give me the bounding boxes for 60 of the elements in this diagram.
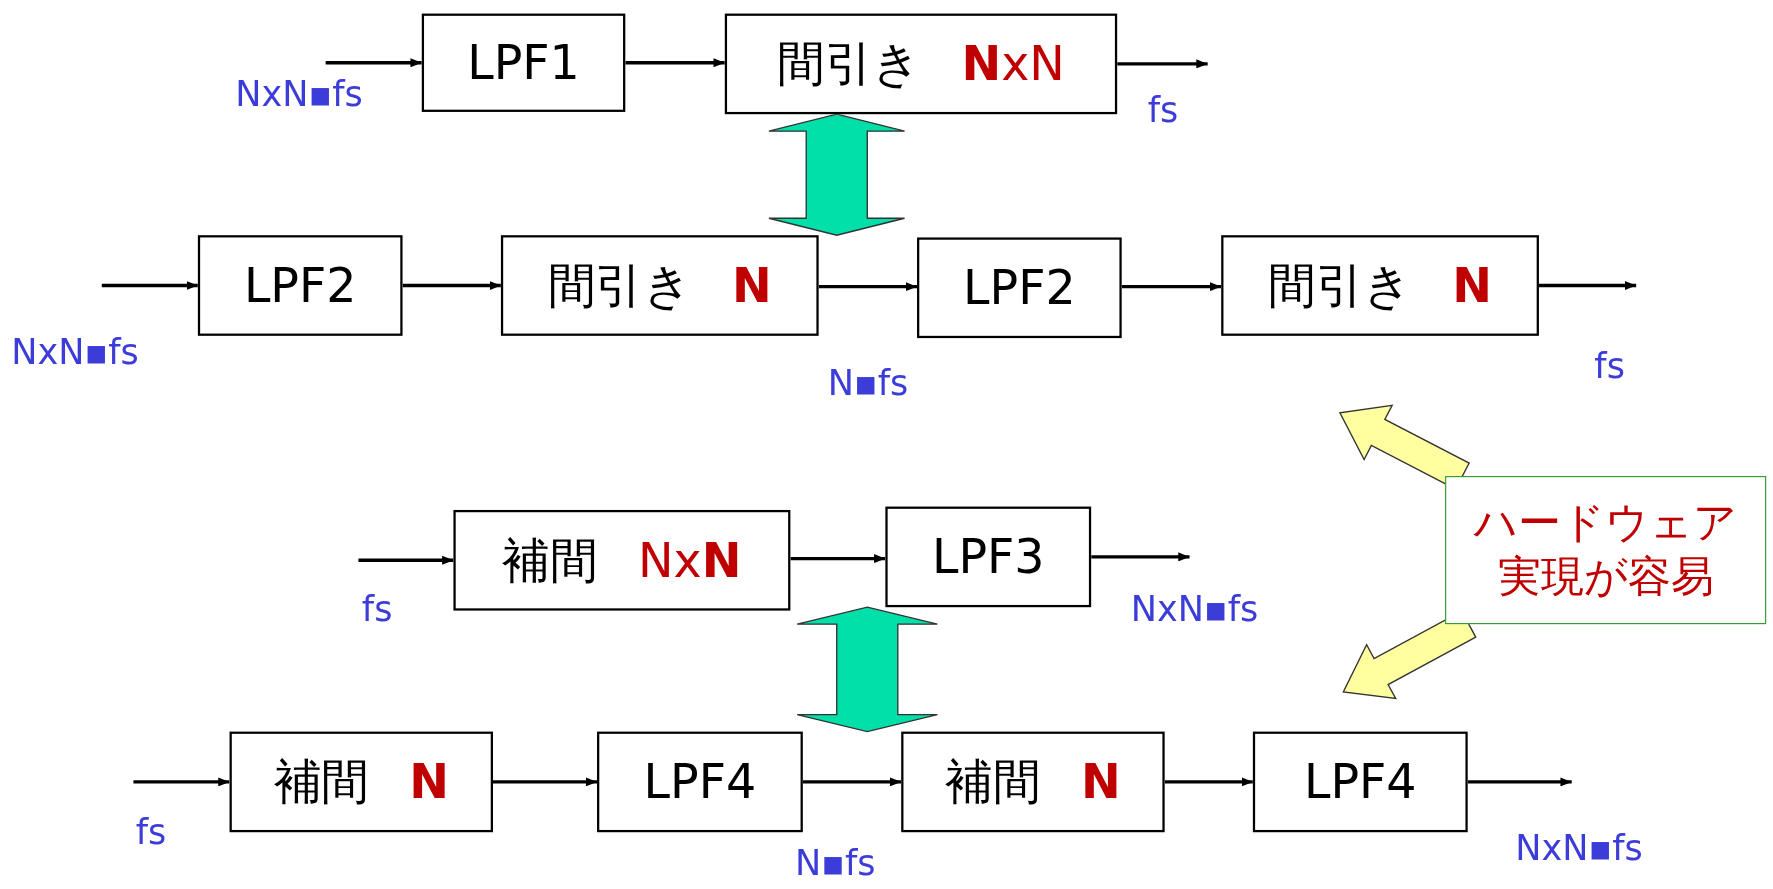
block-label: 補間: [273, 752, 369, 812]
arrow: [1117, 59, 1208, 69]
process-box: [500, 235, 819, 336]
arrow: [101, 281, 198, 291]
block-label: 間引き: [547, 256, 692, 315]
rate-label: fs: [1147, 92, 1179, 128]
process-box: [597, 731, 803, 833]
note-text: ハードウェア実現が容易: [1472, 496, 1739, 603]
process-box: [197, 235, 403, 336]
factor-label: N: [1080, 754, 1121, 810]
process-box: [1221, 235, 1539, 336]
arrow: [790, 554, 886, 564]
factor-label: N: [732, 257, 772, 314]
process-box: [885, 506, 1092, 608]
process-box: [229, 731, 493, 833]
block-label: LPF2: [963, 260, 1076, 316]
double-block-arrow: [768, 113, 906, 236]
arrow: [1538, 281, 1637, 291]
rate-label: fs: [1594, 348, 1625, 384]
rate-label: fs: [361, 591, 393, 627]
factor-label: NxN: [961, 36, 1065, 92]
process-box: [453, 509, 791, 611]
rate-label: N▪fs: [827, 365, 909, 401]
block-label: LPF1: [467, 35, 580, 91]
block-label: LPF4: [643, 754, 757, 810]
factor-label: N: [1452, 257, 1493, 314]
arrow: [1121, 282, 1222, 292]
block-label: LPF3: [931, 529, 1045, 585]
factor-label: N: [409, 754, 449, 810]
process-box: [724, 13, 1118, 115]
rate-label: NxN▪fs: [235, 76, 363, 112]
process-box: [917, 237, 1122, 339]
arrow: [1164, 777, 1253, 787]
arrow: [133, 777, 230, 787]
rate-label: NxN▪fs: [11, 334, 139, 370]
block-label: 間引き: [1268, 256, 1412, 315]
factor-label: NxN: [638, 532, 742, 588]
block-label: 補間: [502, 531, 598, 590]
arrow: [818, 282, 918, 292]
block-label: 補間: [945, 752, 1041, 812]
block-label: 間引き: [777, 34, 921, 93]
rate-label: NxN▪fs: [1130, 591, 1259, 627]
arrow: [493, 777, 598, 787]
block-label: LPF2: [243, 257, 357, 314]
process-box: [1252, 731, 1468, 833]
note-box: [1445, 476, 1767, 625]
rate-label: N▪fs: [794, 845, 876, 881]
block-label: LPF4: [1303, 754, 1417, 810]
rate-label: NxN▪fs: [1515, 831, 1643, 867]
rate-label: fs: [135, 814, 167, 850]
double-block-arrow: [796, 606, 939, 733]
arrow: [1467, 777, 1572, 787]
process-box: [901, 731, 1165, 833]
arrow: [402, 281, 501, 291]
arrow: [358, 555, 454, 565]
arrow: [1091, 552, 1190, 562]
process-box: [421, 13, 626, 112]
arrow: [325, 58, 422, 68]
arrow: [625, 58, 725, 68]
arrow: [802, 777, 902, 787]
